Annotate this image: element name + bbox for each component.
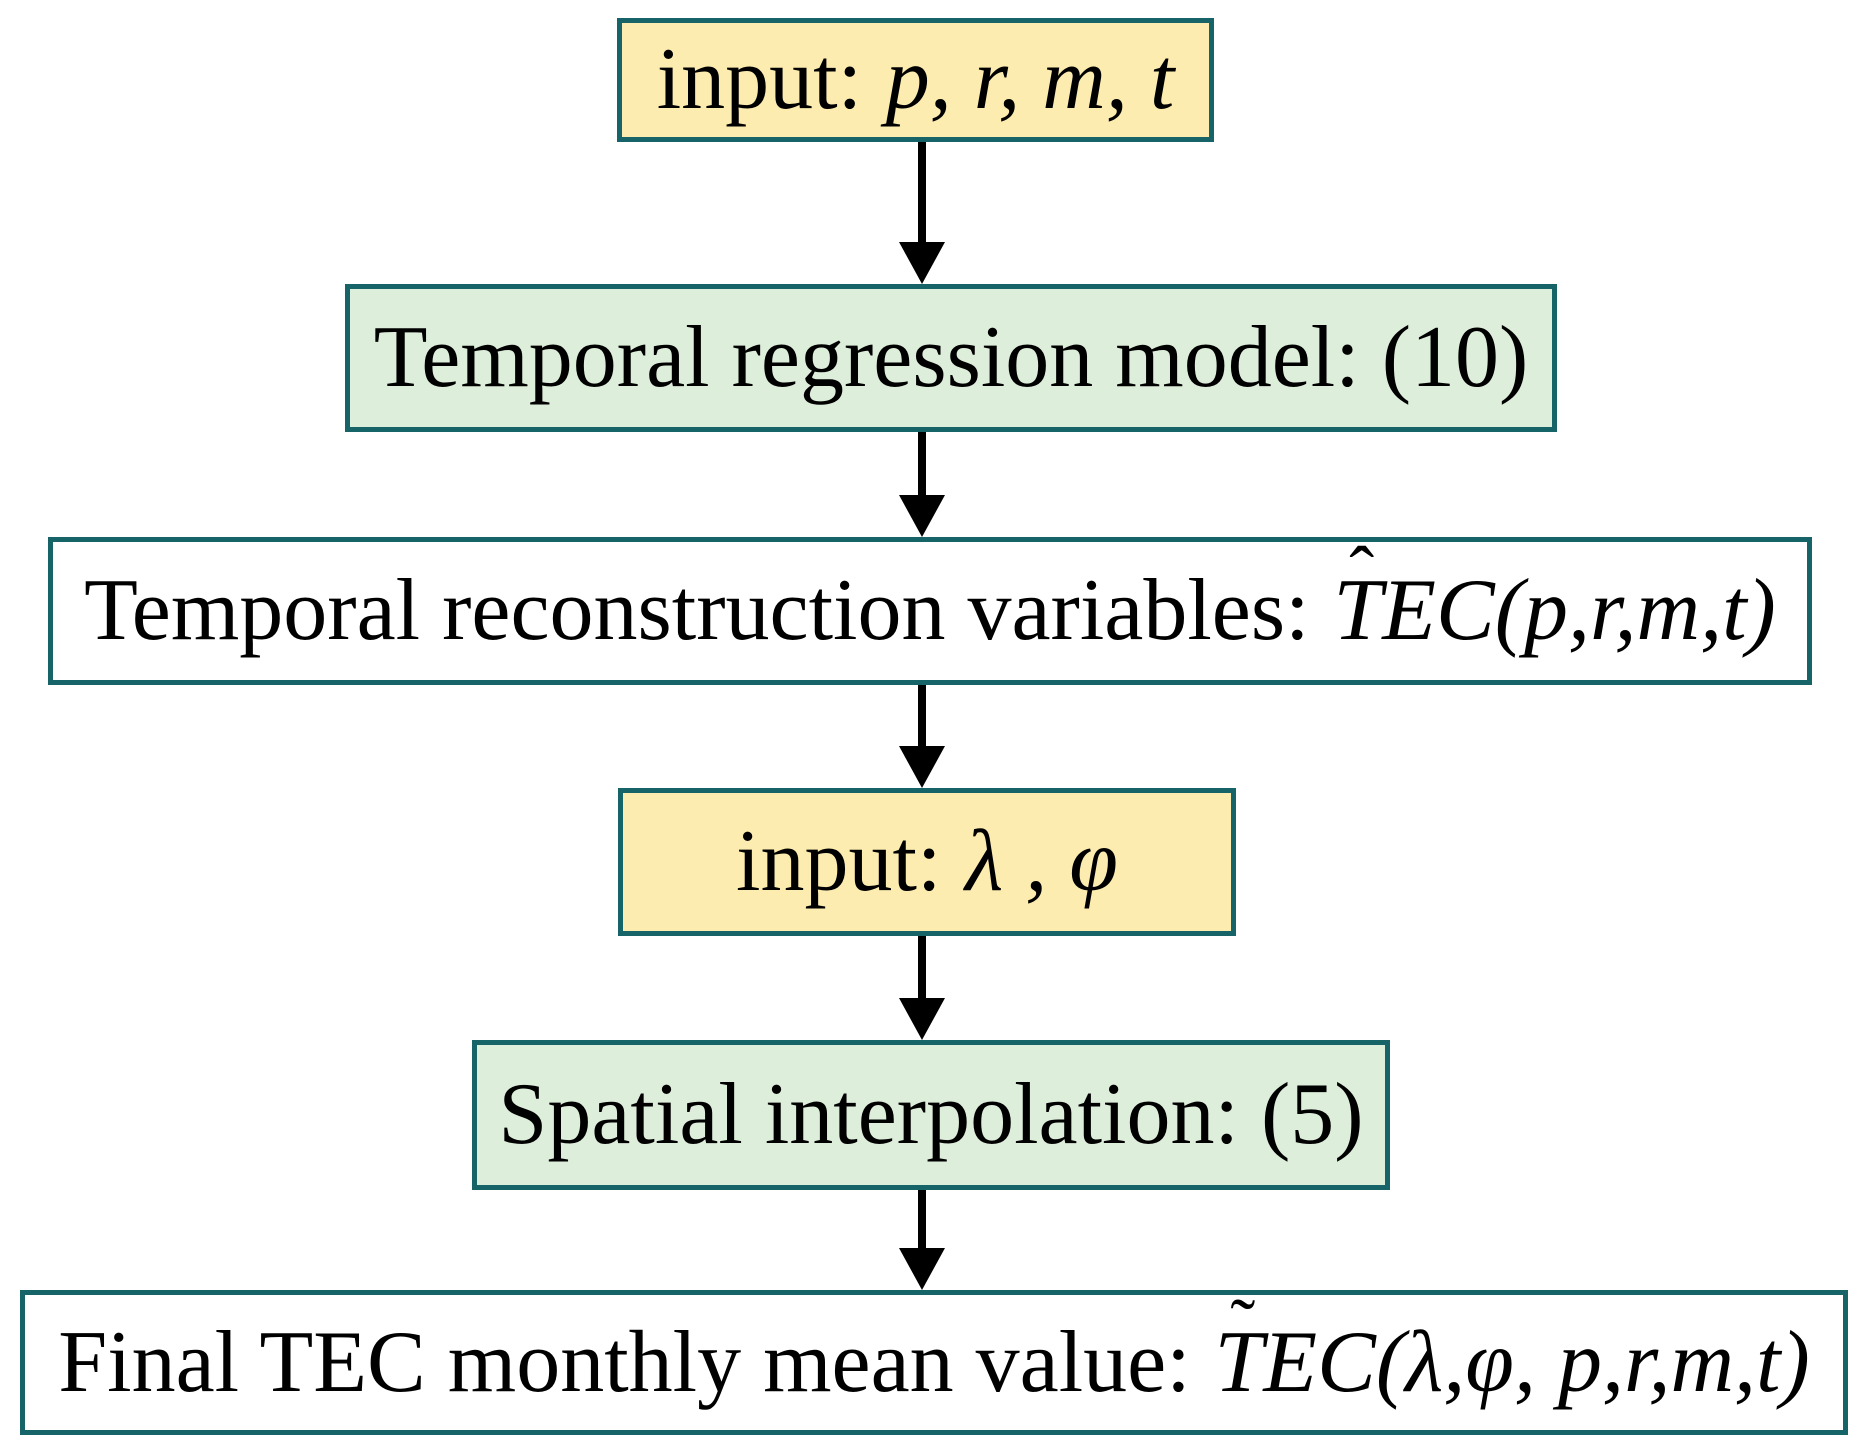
box-label: Temporal regression model: (10) xyxy=(373,309,1529,406)
math-args: (λ,φ, p,r,m,t) xyxy=(1375,1313,1810,1411)
box-label: input: xyxy=(656,31,863,128)
arrow-shaft xyxy=(918,1190,926,1248)
tilde-accent-mark: ˜ xyxy=(1230,1283,1256,1367)
arrow-head-icon xyxy=(899,746,945,788)
math-tail: EC xyxy=(1382,562,1495,659)
box-label: Spatial interpolation: (5) xyxy=(498,1066,1364,1163)
flow-arrow-5 xyxy=(899,1190,945,1290)
math-expression: p, r, m, t xyxy=(885,31,1175,128)
box-label: Temporal reconstruction variables: xyxy=(84,562,1310,659)
math-accented-base: ˜T xyxy=(1214,1288,1263,1407)
flow-box-input-lambda-phi: input:λ , φ xyxy=(618,788,1236,936)
arrow-shaft xyxy=(918,432,926,495)
arrow-head-icon xyxy=(899,242,945,284)
math-expression: λ , φ xyxy=(965,813,1118,910)
hat-accent-mark: ˆ xyxy=(1349,532,1375,616)
arrow-shaft xyxy=(918,142,926,242)
box-label: Final TEC monthly mean value: xyxy=(58,1313,1191,1411)
flow-box-spatial-interpolation: Spatial interpolation: (5) xyxy=(472,1040,1390,1190)
arrow-shaft xyxy=(918,685,926,746)
flow-box-input-prmt: input:p, r, m, t xyxy=(617,18,1214,142)
math-base: T xyxy=(1333,562,1383,659)
flow-box-temporal-regression-model: Temporal regression model: (10) xyxy=(345,284,1557,432)
arrow-head-icon xyxy=(899,1248,945,1290)
arrow-shaft xyxy=(918,936,926,998)
box-label: input: xyxy=(736,813,942,910)
math-tail: EC xyxy=(1263,1313,1376,1411)
flow-arrow-1 xyxy=(899,142,945,284)
flow-arrow-2 xyxy=(899,432,945,537)
flow-arrow-3 xyxy=(899,685,945,788)
math-base: T xyxy=(1214,1313,1264,1411)
math-args: (p,r,m,t) xyxy=(1494,562,1776,659)
arrow-head-icon xyxy=(899,998,945,1040)
arrow-head-icon xyxy=(899,495,945,537)
flow-arrow-4 xyxy=(899,936,945,1040)
